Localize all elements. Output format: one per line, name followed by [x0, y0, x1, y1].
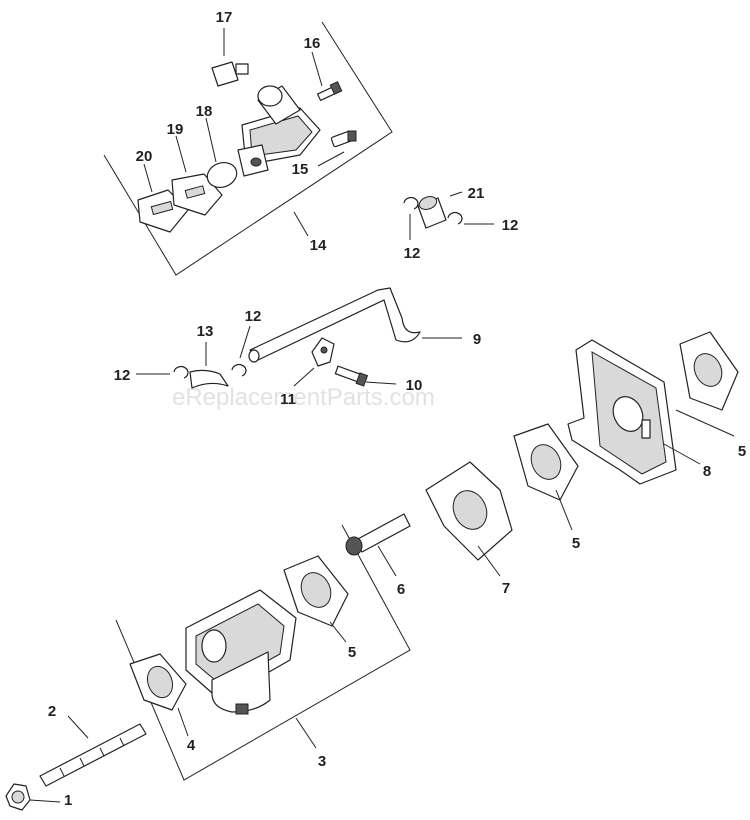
clamp-12-upper-left [403, 196, 419, 210]
clamp-12-left [173, 365, 189, 379]
hose-group [173, 363, 247, 389]
callout-5-carb: 5 [348, 644, 356, 661]
callout-9: 9 [473, 331, 481, 348]
fuel-connector-group [403, 196, 463, 229]
callout-11: 11 [280, 391, 296, 408]
fuel-line-9 [249, 287, 421, 361]
callout-1: 1 [64, 792, 72, 809]
callout-6: 6 [397, 581, 405, 598]
gasket-19 [171, 173, 223, 216]
screw-10 [334, 365, 369, 387]
callout-16: 16 [304, 35, 321, 52]
carburetor-assembly-group [5, 524, 411, 811]
fitting-15 [330, 130, 357, 148]
clamp-12-right [231, 363, 247, 377]
hose-13 [189, 369, 229, 389]
screw-16 [316, 81, 343, 102]
callout-20: 20 [136, 148, 153, 165]
screw-6 [345, 513, 411, 556]
o-ring-18 [206, 162, 238, 188]
callout-7: 7 [502, 580, 510, 597]
callout-21: 21 [468, 185, 485, 202]
callout-5-far: 5 [738, 443, 746, 460]
carburetor-body [185, 589, 297, 715]
callout-18: 18 [196, 103, 213, 120]
gasket-4 [129, 653, 187, 711]
callout-labels: 1 2 3 4 5 5 5 5 6 7 8 9 10 11 12 12 12 1… [48, 9, 746, 809]
callout-4: 4 [187, 737, 196, 754]
callout-12-b: 12 [502, 217, 519, 234]
callout-8: 8 [703, 463, 711, 480]
callout-2: 2 [48, 703, 56, 720]
callout-12-a: 12 [404, 245, 421, 262]
leader-lines [29, 28, 735, 803]
gasket-5-middle [513, 423, 579, 501]
callout-10: 10 [406, 377, 423, 394]
callout-19: 19 [167, 121, 184, 138]
callout-14: 14 [310, 237, 327, 254]
callout-17: 17 [216, 9, 233, 26]
watermark-text: eReplacementParts.com [172, 384, 435, 411]
gasket-5-far [679, 331, 739, 411]
fuel-pump-body [237, 85, 321, 177]
gasket-5-carb [283, 555, 349, 627]
spacer-7 [425, 461, 513, 561]
connector-tube-21 [417, 196, 447, 229]
stud-2 [39, 723, 147, 787]
fitting-17 [211, 61, 249, 87]
fuel-line-group [248, 287, 421, 387]
fuel-pump-assembly-group [103, 21, 393, 276]
clamp-12-upper-right [447, 211, 463, 225]
nut-1 [5, 783, 31, 811]
bracket-11 [311, 337, 335, 367]
callout-5-middle: 5 [572, 535, 580, 552]
callout-3: 3 [318, 753, 326, 770]
heat-shield-plate-8 [567, 339, 677, 485]
callout-12-c: 12 [245, 308, 262, 325]
callout-15: 15 [292, 161, 309, 178]
callout-13: 13 [197, 323, 214, 340]
callout-12-d: 12 [114, 367, 131, 384]
